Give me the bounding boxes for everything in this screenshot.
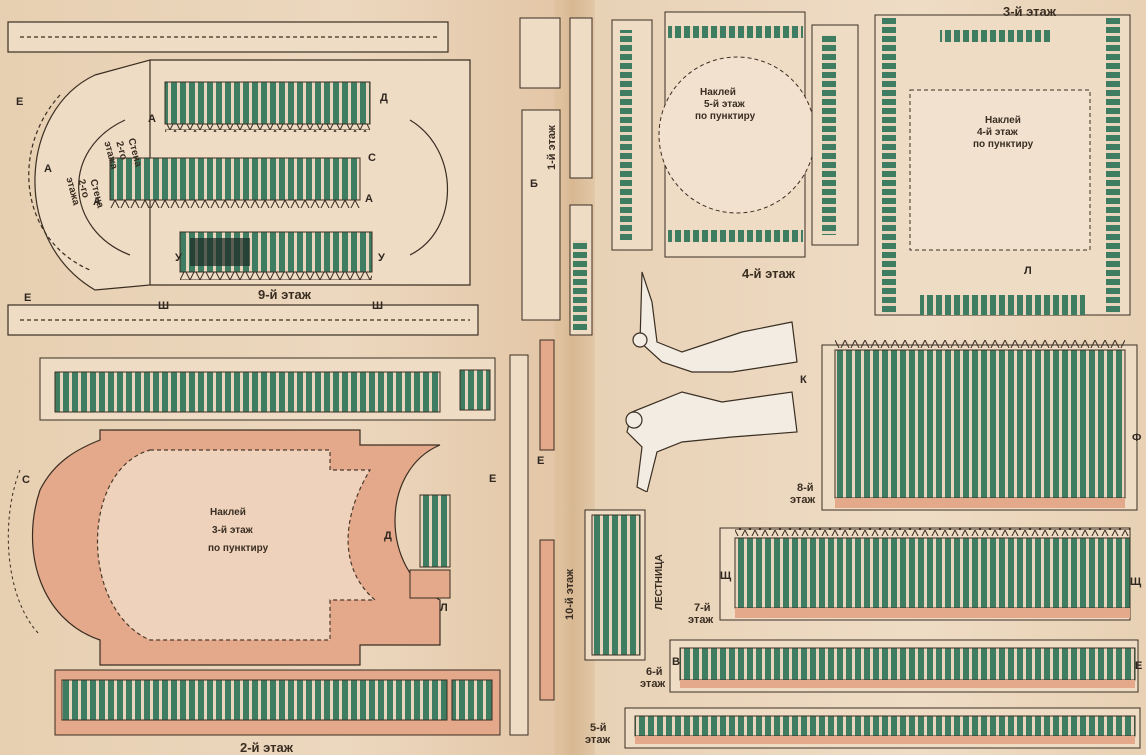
floor5-label-b: этаж	[585, 734, 611, 746]
floor3-label: 3-й этаж	[1003, 4, 1056, 19]
letter-e-3: Е	[489, 473, 497, 485]
letter-shch-1: Щ	[720, 570, 732, 582]
letter-a-1: А	[148, 113, 156, 125]
letter-c-2: С	[22, 474, 30, 486]
floor6-label-a: 6-й	[646, 666, 663, 678]
floor2-label: 2-й этаж	[240, 740, 293, 755]
letter-f-1: Ф	[1132, 432, 1142, 444]
glue4-line1: Наклей	[985, 115, 1021, 126]
floor5-label-a: 5-й	[590, 722, 607, 734]
letter-v-1: В	[672, 656, 680, 668]
floor9-label: 9-й этаж	[258, 287, 311, 302]
floor10-label: 10-й этаж	[564, 569, 576, 620]
floor6-label-b: этаж	[640, 678, 666, 690]
floor4-label: 4-й этаж	[742, 266, 795, 281]
glue4-line3: по пунктиру	[973, 139, 1034, 150]
letter-u-2: У	[378, 252, 385, 264]
letter-l-1: Л	[440, 602, 448, 614]
letter-e-1: Е	[16, 96, 24, 108]
letter-a-2: А	[44, 163, 52, 175]
letter-b-1: Б	[530, 178, 538, 190]
letter-a-4: А	[365, 193, 373, 205]
letter-c-1: С	[368, 152, 376, 164]
letter-k-1: К	[800, 374, 807, 386]
letter-sh-1: Ш	[158, 300, 170, 312]
glue3-line2: 3-й этаж	[212, 525, 253, 536]
floor8-label-a: 8-й	[797, 482, 814, 494]
floor7-label-b: этаж	[688, 614, 714, 626]
floor8-label-b: этаж	[790, 494, 816, 506]
floor7-label-a: 7-й	[694, 602, 711, 614]
floor1-label: 1-й этаж	[546, 125, 558, 170]
letter-d-2: Д	[384, 530, 392, 542]
glue3-line3: по пунктиру	[208, 543, 269, 554]
glue5-line3: по пунктиру	[695, 111, 756, 122]
glue5-line1: Наклей	[700, 87, 736, 98]
statue-figure-icon	[625, 271, 798, 492]
glue3-line1: Наклей	[210, 507, 246, 518]
letter-shch-2: Щ	[1130, 576, 1142, 588]
letter-e-2: Е	[24, 292, 32, 304]
glue5-line2: 5-й этаж	[704, 99, 745, 110]
letter-a-3: А	[93, 196, 101, 208]
letter-l-2: Л	[1024, 265, 1032, 277]
glue4-line2: 4-й этаж	[977, 127, 1018, 138]
letter-sh-2: Ш	[372, 300, 384, 312]
letter-u-1: У	[175, 252, 182, 264]
letter-e-5: Е	[1135, 660, 1143, 672]
letter-d-1: Д	[380, 92, 388, 104]
letter-e-4: Е	[537, 455, 545, 467]
stairs-label: ЛЕСТНИЦА	[654, 554, 665, 610]
